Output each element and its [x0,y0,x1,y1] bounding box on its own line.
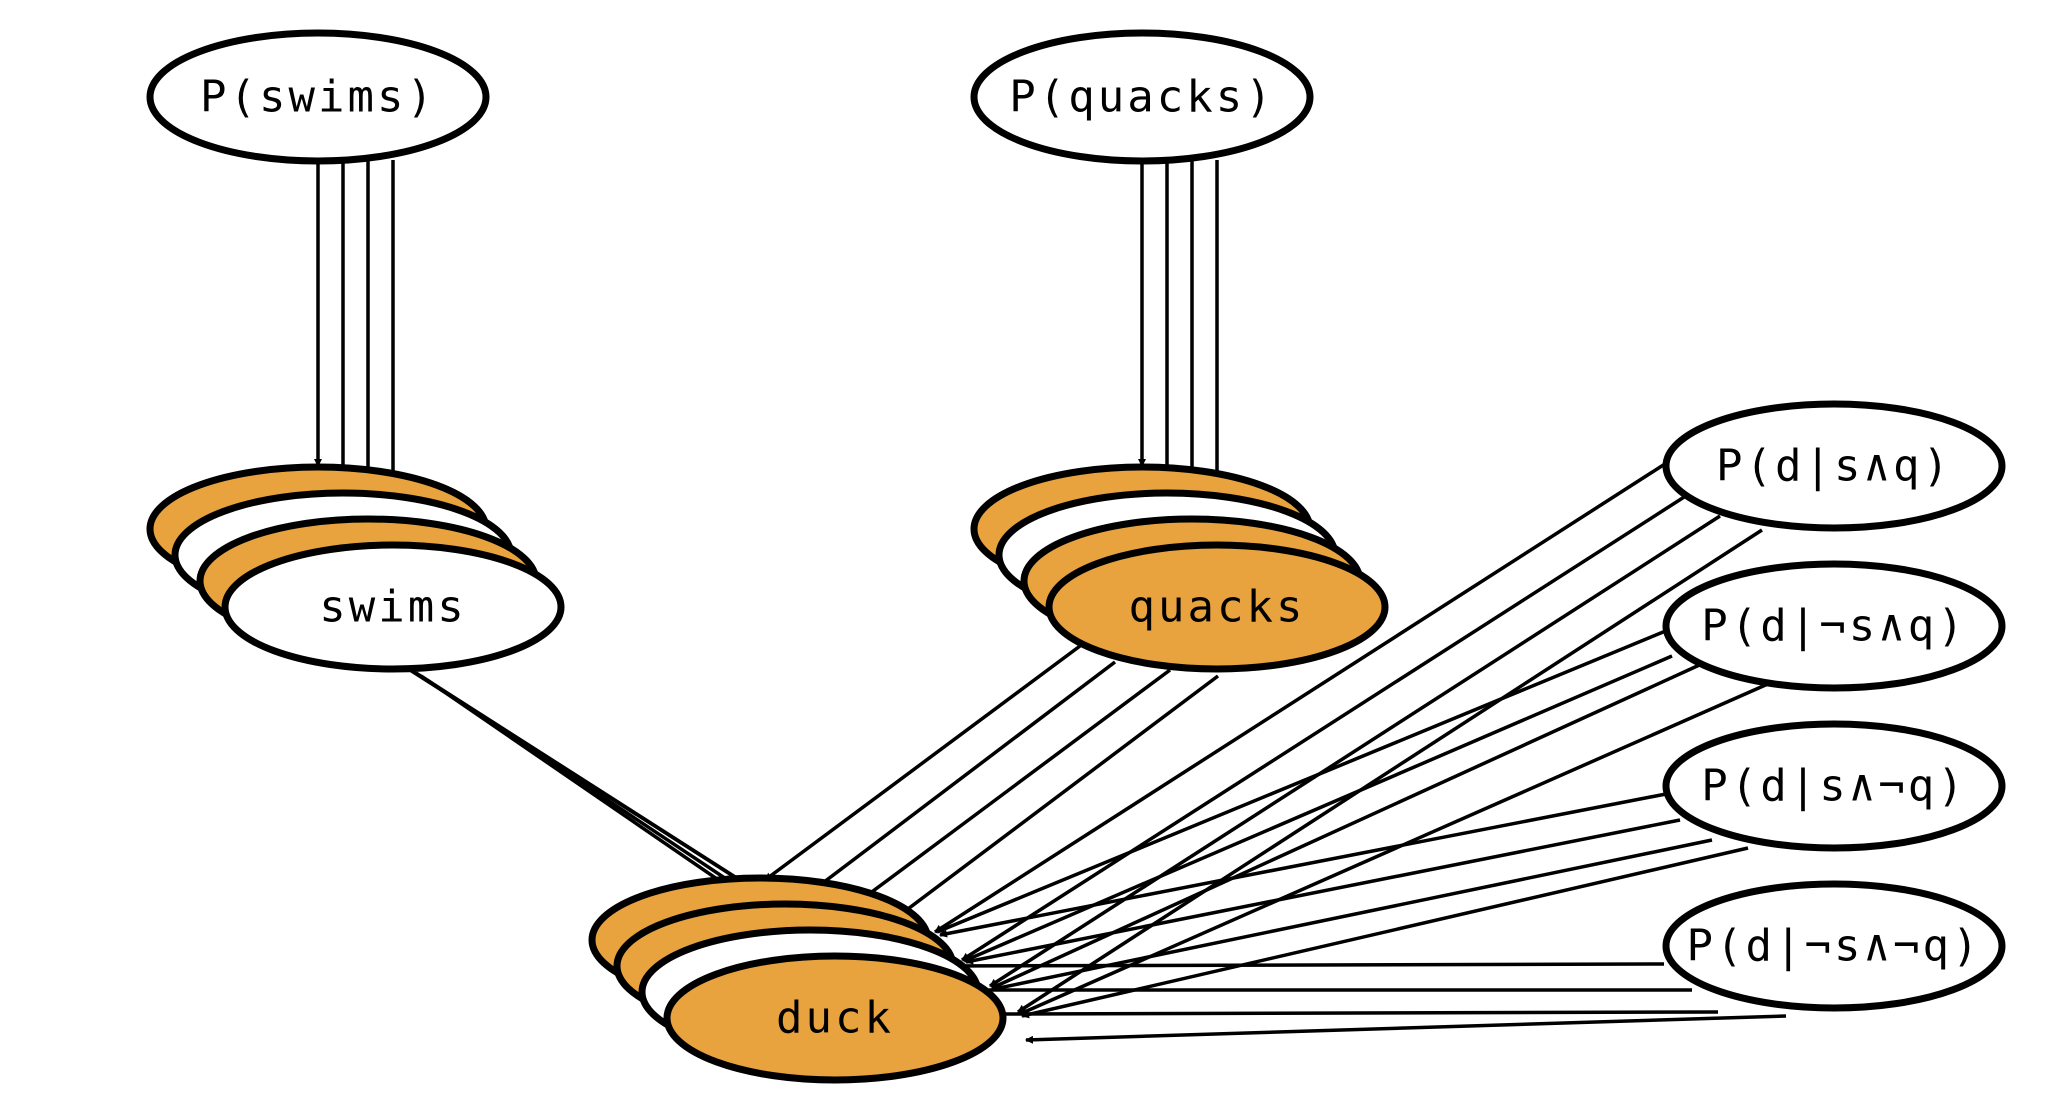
edge-pdnsnq-duck-3 [997,1009,1719,1018]
edges-layer [314,156,1787,1044]
node-p-swims: P(swims) [146,29,490,165]
node-p-d-ns-nq: P(d|¬s∧¬q) [1662,880,2006,1012]
edge-pdsq-duck-2 [961,490,1693,962]
node-p-d-s-q: P(d|s∧q) [1662,400,2006,532]
edge-pdsq-duck-1 [934,460,1669,934]
node-p-d-ns-nq-label: P(d|¬s∧¬q) [1687,921,1982,972]
edge-pdsnq-duck-4 [1021,846,1749,1019]
duck-plate-4 [663,952,1007,1084]
edge-quacks-duck-2 [793,660,1117,906]
swims-plate-4 [221,541,565,673]
node-quacks-stack: quacks [970,463,1389,673]
quacks-plate-4 [1045,541,1389,673]
node-duck-label: duck [776,993,894,1044]
edge-pdnsq-duck-1 [936,628,1669,934]
node-duck-stack: duck [588,874,1007,1084]
node-p-swims-label: P(swims) [200,72,436,123]
node-p-d-s-nq: P(d|s∧¬q) [1662,720,2006,852]
node-swims-stack: swims [146,463,565,673]
node-swims-label: swims [319,582,466,633]
node-p-d-ns-q: P(d|¬s∧q) [1662,560,2006,692]
edge-quacks-duck-1 [763,644,1082,882]
edge-pdsq-duck-3 [989,514,1721,988]
edge-pdsnq-duck-1 [939,792,1667,938]
node-p-d-ns-q-label: P(d|¬s∧q) [1701,601,1966,652]
edge-pdsnq-duck-2 [965,818,1681,965]
edge-quacks-duck-3 [820,668,1172,931]
edge-pdnsnq-duck-1 [941,961,1665,970]
node-p-quacks: P(quacks) [970,29,1314,165]
edge-pdsq-duck-4 [1017,528,1763,1014]
node-quacks-label: quacks [1129,582,1306,633]
node-p-quacks-label: P(quacks) [1009,72,1274,123]
edge-pdnsq-duck-2 [963,654,1673,963]
node-p-d-s-q-label: P(d|s∧q) [1716,441,1952,492]
node-p-d-s-nq-label: P(d|s∧¬q) [1701,761,1966,812]
edge-pdnsnq-duck-4 [1025,1014,1787,1044]
